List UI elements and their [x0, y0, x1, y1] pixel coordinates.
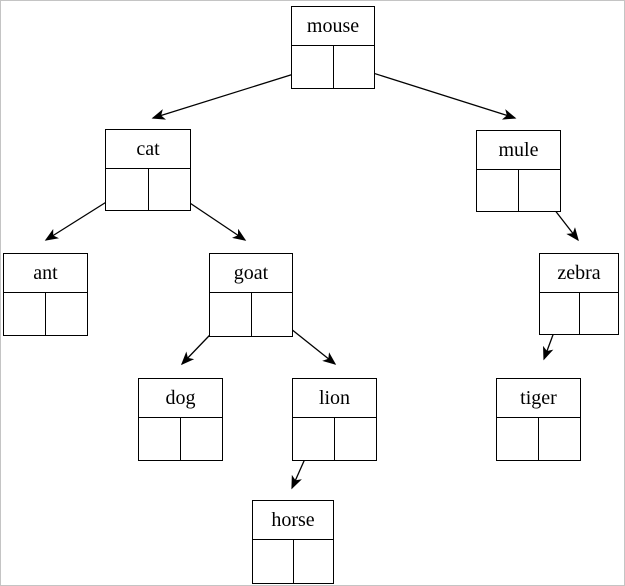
node-label: ant	[33, 262, 58, 284]
left-pointer-cell	[540, 293, 580, 334]
right-pointer-cell	[149, 169, 191, 210]
node-label: dog	[165, 387, 196, 409]
right-pointer-cell	[252, 293, 293, 336]
tree-node-tiger: tiger	[496, 378, 581, 461]
tree-node-goat: goat	[209, 253, 293, 337]
right-pointer-cell	[334, 46, 375, 88]
right-pointer-cell	[519, 170, 560, 211]
right-pointer-cell	[580, 293, 619, 334]
node-label: mouse	[306, 15, 360, 37]
left-pointer-cell	[4, 293, 46, 335]
edge-mouse-left-to-cat	[151, 67, 314, 120]
tree-node-horse: horse	[252, 500, 334, 584]
node-label: tiger	[520, 387, 557, 409]
left-pointer-cell	[253, 540, 294, 583]
tree-node-zebra: zebra	[539, 253, 619, 335]
tree-node-cat: cat	[105, 129, 191, 211]
node-label: horse	[271, 509, 315, 531]
tree-node-mouse: mouse	[291, 6, 375, 89]
left-pointer-cell	[210, 293, 252, 336]
tree-node-lion: lion	[292, 378, 377, 461]
left-pointer-cell	[477, 170, 519, 211]
tree-node-mule: mule	[476, 130, 561, 212]
node-pointer-cells	[540, 292, 618, 334]
node-label: cat	[136, 138, 160, 160]
node-pointer-cells	[139, 417, 222, 460]
left-pointer-cell	[292, 46, 334, 88]
node-pointer-cells	[293, 417, 376, 460]
left-pointer-cell	[497, 418, 539, 460]
right-pointer-cell	[335, 418, 376, 460]
edge-mouse-right-to-mule	[353, 66, 517, 120]
tree-node-ant: ant	[3, 253, 88, 336]
node-pointer-cells	[477, 169, 560, 211]
node-pointer-cells	[106, 168, 190, 210]
node-label: mule	[498, 139, 539, 161]
node-pointer-cells	[4, 292, 87, 335]
node-label: zebra	[557, 262, 601, 284]
tree-node-dog: dog	[138, 378, 223, 461]
node-pointer-cells	[210, 292, 292, 336]
node-label: lion	[318, 387, 351, 409]
right-pointer-cell	[46, 293, 87, 335]
right-pointer-cell	[539, 418, 580, 460]
node-label: goat	[233, 262, 269, 284]
left-pointer-cell	[139, 418, 181, 460]
node-pointer-cells	[253, 539, 333, 583]
left-pointer-cell	[106, 169, 149, 210]
right-pointer-cell	[181, 418, 222, 460]
left-pointer-cell	[293, 418, 335, 460]
right-pointer-cell	[294, 540, 334, 583]
node-pointer-cells	[497, 417, 580, 460]
node-pointer-cells	[292, 45, 374, 88]
